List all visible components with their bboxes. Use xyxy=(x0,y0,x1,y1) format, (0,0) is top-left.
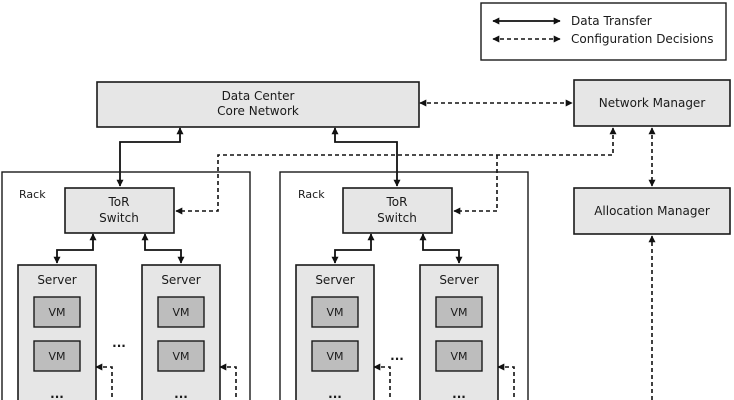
rack-1-server-1-vm-2 xyxy=(33,340,81,372)
rack-2-tor-switch-box xyxy=(342,187,453,234)
allocation-manager: Allocation Manager xyxy=(573,187,731,235)
network-manager-to-tor-switch-1-dashed-arrow xyxy=(175,127,617,215)
core-network-label-line2: Core Network xyxy=(217,104,299,118)
rack-2: Rack ToR Switch Server VM VM ... Server … xyxy=(279,171,529,400)
rack-1-server-2-vm-1 xyxy=(157,296,205,328)
network-manager-box xyxy=(573,79,731,127)
rack-2-server-1-vm-1-label: VM xyxy=(326,306,343,319)
rack-1-server-1-label: Server xyxy=(37,273,76,287)
rack-1-switch-to-server-1-arrow xyxy=(53,233,97,264)
rack-2-server-2-config-dashed-arrow xyxy=(497,363,515,400)
rack-2-server-1-label: Server xyxy=(315,273,354,287)
rack-2-server-1-more-vms: ... xyxy=(328,387,342,400)
rack-1-server-2-vm-2 xyxy=(157,340,205,372)
legend-configuration-decisions-label: Configuration Decisions xyxy=(571,32,714,46)
rack-1-tor-switch-label-line2: Switch xyxy=(99,211,139,225)
rack-2-server-1-vm-2 xyxy=(311,340,359,372)
rack-2-server-1-vm-2-label: VM xyxy=(326,350,343,363)
legend-box xyxy=(480,2,727,61)
rack-1: Rack ToR Switch Server VM VM ... Server … xyxy=(1,171,251,400)
rack-2-server-2-box xyxy=(419,264,499,400)
rack-2-server-1-vm-1 xyxy=(311,296,359,328)
rack-1-border xyxy=(1,171,251,400)
rack-2-server-1-config-dashed-arrow xyxy=(373,363,391,400)
rack-1-server-1-vm-1-label: VM xyxy=(48,306,65,319)
rack-1-server-1-config-dashed-arrow xyxy=(95,363,113,400)
rack-2-server-2-vm-2-label: VM xyxy=(450,350,467,363)
network-manager: Network Manager xyxy=(573,79,731,127)
rack-1-server-2-vm-1-label: VM xyxy=(172,306,189,319)
allocation-manager-label: Allocation Manager xyxy=(594,204,710,218)
rack-1-server-2-config-dashed-arrow xyxy=(219,363,237,400)
rack-2-switch-to-server-2-arrow xyxy=(419,233,463,264)
rack-2-more-servers: ... xyxy=(390,349,404,363)
rack-1-more-servers: ... xyxy=(112,336,126,350)
rack-2-switch-to-server-1-arrow xyxy=(331,233,375,264)
core-network: Data Center Core Network xyxy=(96,81,420,128)
rack-1-server-1-box xyxy=(17,264,97,400)
rack-2-tor-switch-label-line1: ToR xyxy=(386,195,408,209)
rack-2-tor-switch-label-line2: Switch xyxy=(377,211,417,225)
core-network-box xyxy=(96,81,420,128)
rack-2-server-2-more-vms: ... xyxy=(452,387,466,400)
rack-2-server-2-vm-1-label: VM xyxy=(450,306,467,319)
rack-1-server-1-vm-2-label: VM xyxy=(48,350,65,363)
core-to-tor-switch-1-arrow xyxy=(116,127,184,187)
legend: Data Transfer Configuration Decisions xyxy=(480,2,727,61)
rack-1-server-2-vm-2-label: VM xyxy=(172,350,189,363)
core-to-tor-switch-2-arrow xyxy=(331,127,401,187)
legend-data-transfer-label: Data Transfer xyxy=(571,14,652,28)
rack-1-server-2-box xyxy=(141,264,221,400)
rack-2-label: Rack xyxy=(298,188,325,201)
rack-2-server-2-vm-2 xyxy=(435,340,483,372)
rack-1-server-2-label: Server xyxy=(161,273,200,287)
rack-2-server-1-box xyxy=(295,264,375,400)
rack-1-server-1-vm-1 xyxy=(33,296,81,328)
rack-2-server-2-vm-1 xyxy=(435,296,483,328)
network-manager-to-tor-switch-2-dashed-arrow xyxy=(453,155,498,215)
rack-2-border xyxy=(279,171,529,400)
rack-1-tor-switch-label-line1: ToR xyxy=(108,195,130,209)
rack-1-server-1-more-vms: ... xyxy=(50,387,64,400)
rack-1-label: Rack xyxy=(19,188,46,201)
rack-1-server-2-more-vms: ... xyxy=(174,387,188,400)
rack-2-server-2-label: Server xyxy=(439,273,478,287)
core-network-label-line1: Data Center xyxy=(222,89,295,103)
network-manager-label: Network Manager xyxy=(599,96,706,110)
rack-1-switch-to-server-2-arrow xyxy=(141,233,185,264)
rack-1-tor-switch-box xyxy=(64,187,175,234)
